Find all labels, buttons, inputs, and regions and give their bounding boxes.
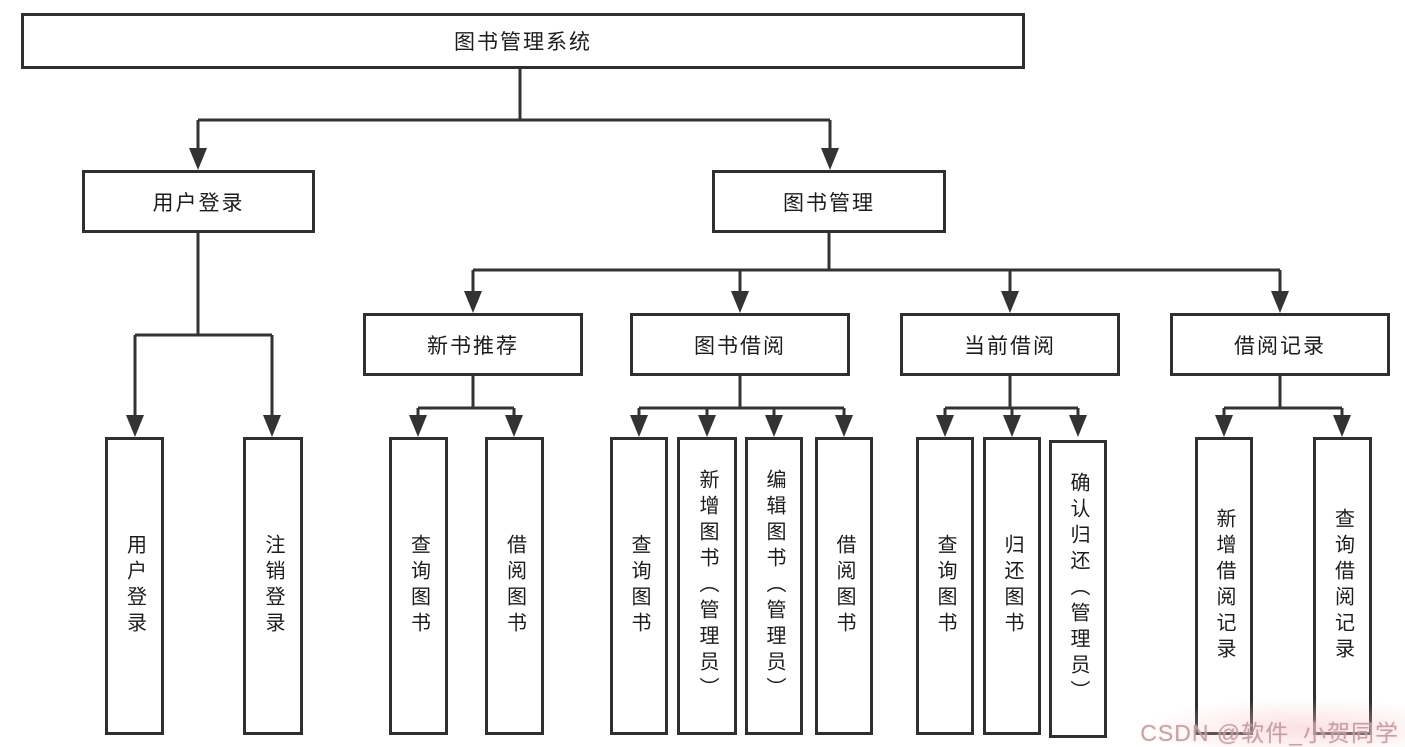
leaf-query-books-borrow: 查询图书 [610,437,668,735]
node-borrowing-records: 借阅记录 [1170,313,1390,376]
leaf-user-login: 用户登录 [105,437,164,735]
leaf-edit-books-admin: 编辑图书（管理员） [745,437,803,735]
node-library-system: 图书管理系统 [21,13,1025,69]
node-new-book-recommendation: 新书推荐 [363,313,583,376]
leaf-borrow-books-recommend: 借阅图书 [485,437,544,735]
leaf-add-borrow-record: 新增借阅记录 [1195,437,1253,735]
leaf-borrow-books: 借阅图书 [815,437,873,735]
leaf-confirm-return-admin: 确认归还（管理员） [1049,440,1107,738]
leaf-query-borrow-record: 查询借阅记录 [1313,437,1372,735]
node-book-borrowing: 图书借阅 [630,313,850,376]
leaf-query-books-recommend: 查询图书 [389,437,448,735]
leaf-return-books: 归还图书 [983,437,1041,735]
node-user-login: 用户登录 [82,170,315,233]
csdn-watermark: CSDN @软件_小贺同学 [1140,720,1399,746]
node-book-management: 图书管理 [712,170,946,233]
watermark-haze [1150,700,1405,747]
leaf-logout: 注销登录 [243,437,303,735]
leaf-add-books-admin: 新增图书（管理员） [677,437,737,735]
node-current-borrowing: 当前借阅 [900,313,1120,376]
leaf-query-books-current: 查询图书 [916,437,974,735]
